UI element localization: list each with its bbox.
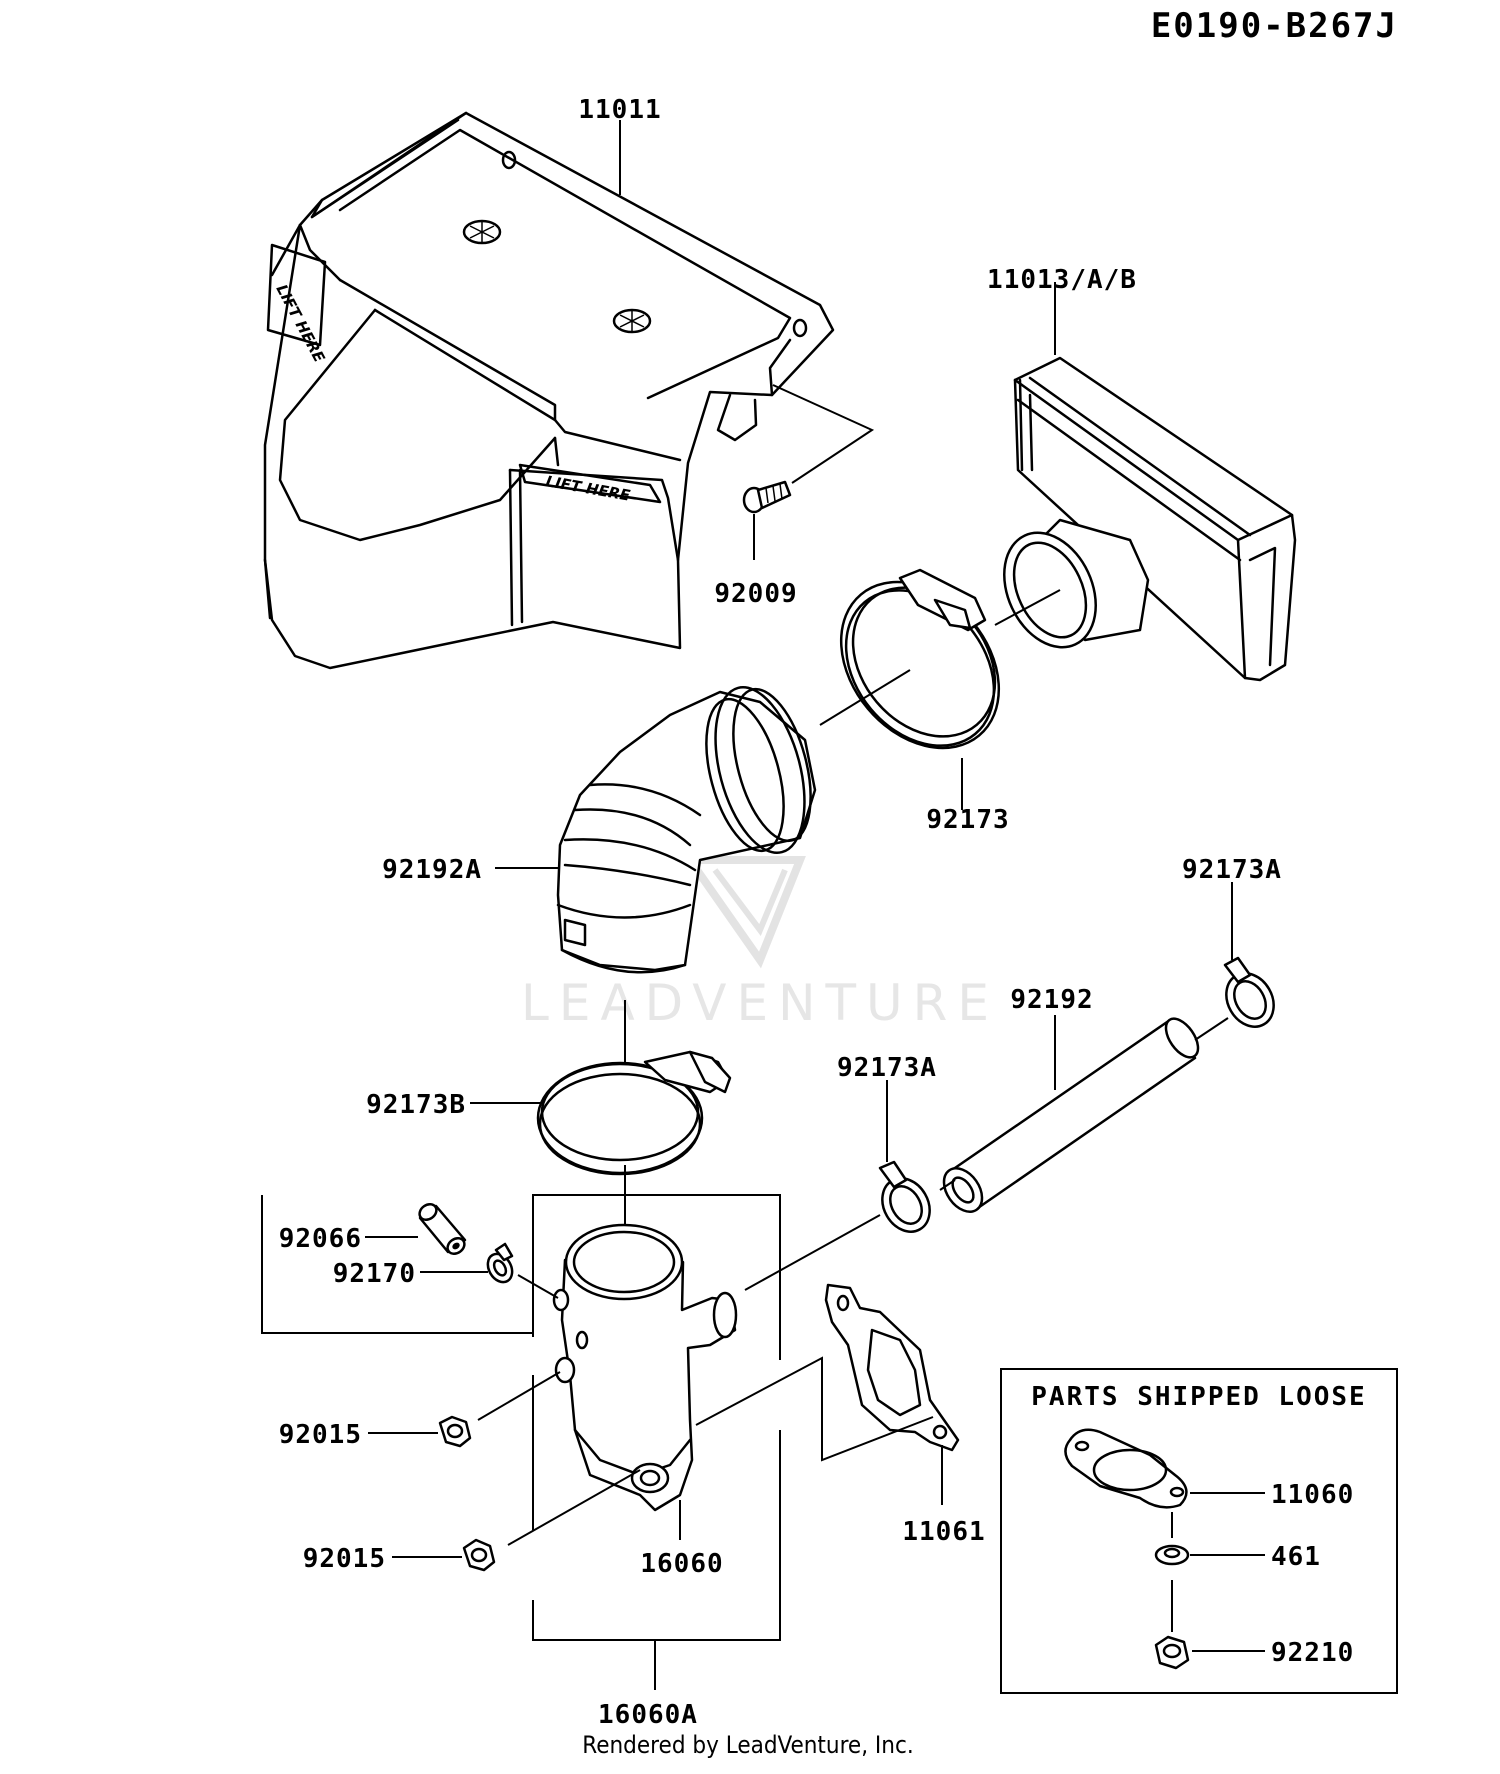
label-92173b[interactable]: 92173B — [366, 1090, 466, 1120]
diagram-code: E0190-B267J — [1151, 6, 1398, 46]
part-11011-cover[interactable] — [263, 111, 835, 670]
parts-shipped-loose-box — [1000, 1368, 1398, 1694]
part-92173b-hose-clamp[interactable] — [536, 1050, 732, 1176]
label-92015-lower[interactable]: 92015 — [303, 1544, 386, 1574]
part-92066-pipe[interactable] — [417, 1201, 468, 1257]
label-92015-upper[interactable]: 92015 — [279, 1420, 362, 1450]
part-11013-filter-element[interactable] — [987, 356, 1297, 682]
label-92192[interactable]: 92192 — [1010, 985, 1093, 1015]
label-11013[interactable]: 11013/A/B — [987, 265, 1137, 295]
part-11061-gasket[interactable] — [824, 1283, 960, 1452]
leader-92173-to-hose — [819, 669, 911, 726]
label-11061[interactable]: 11061 — [902, 1517, 985, 1547]
leader-92015-upper-to-elbow — [477, 1371, 561, 1421]
part-92192-straight-hose[interactable] — [936, 1013, 1204, 1219]
footer-credit: Rendered by LeadVenture, Inc. — [582, 1731, 913, 1759]
label-92173[interactable]: 92173 — [926, 805, 1009, 835]
bracket-16060a-bottom — [532, 1430, 781, 1641]
leader-92170-to-elbow — [517, 1274, 559, 1299]
part-92173a-clamp-mid[interactable] — [873, 1160, 939, 1240]
leader-92015-lower-to-elbow — [507, 1469, 641, 1546]
leader-11061-to-elbow — [695, 1356, 934, 1462]
label-92192a[interactable]: 92192A — [382, 855, 482, 885]
part-92192a-elbow-hose[interactable] — [556, 678, 825, 974]
part-92210-nut[interactable] — [1154, 1635, 1190, 1670]
leader-clamp-to-hose-top — [1194, 1017, 1229, 1041]
label-92210[interactable]: 92210 — [1271, 1638, 1354, 1668]
part-16060-elbow[interactable] — [552, 1223, 738, 1512]
label-16060[interactable]: 16060 — [640, 1549, 723, 1579]
part-92009-screw[interactable] — [742, 480, 792, 514]
label-92009[interactable]: 92009 — [714, 579, 797, 609]
label-11011[interactable]: 11011 — [578, 95, 661, 125]
leader-11013-to-hose — [994, 589, 1061, 626]
leader-clamp-to-elbow — [744, 1214, 881, 1291]
label-461[interactable]: 461 — [1271, 1542, 1321, 1572]
label-16060a[interactable]: 16060A — [598, 1700, 698, 1730]
parts-shipped-loose-title: PARTS SHIPPED LOOSE — [1031, 1382, 1366, 1412]
part-92173a-clamp-top[interactable] — [1217, 956, 1283, 1035]
label-92173a-top[interactable]: 92173A — [1182, 855, 1282, 885]
label-92173a-mid[interactable]: 92173A — [837, 1053, 937, 1083]
leadventure-watermark-logo — [682, 856, 806, 969]
leader-clamp-to-hose-mid — [939, 1179, 956, 1191]
part-92015-nut-lower[interactable] — [462, 1538, 496, 1572]
bracket-16060a-left — [261, 1195, 533, 1334]
label-92170[interactable]: 92170 — [333, 1259, 416, 1289]
part-11060-gasket[interactable] — [1064, 1428, 1188, 1509]
label-11060[interactable]: 11060 — [1271, 1480, 1354, 1510]
label-92066[interactable]: 92066 — [279, 1224, 362, 1254]
watermark-text: LEADVENTURE — [521, 974, 999, 1032]
part-92170-clip[interactable] — [483, 1242, 517, 1286]
leader-92009-to-cover — [772, 384, 875, 484]
part-461-washer[interactable] — [1154, 1544, 1190, 1566]
part-92015-nut-upper[interactable] — [438, 1415, 472, 1448]
part-92173-hose-clamp[interactable] — [809, 551, 1031, 779]
bracket-16060a-top — [532, 1194, 781, 1360]
